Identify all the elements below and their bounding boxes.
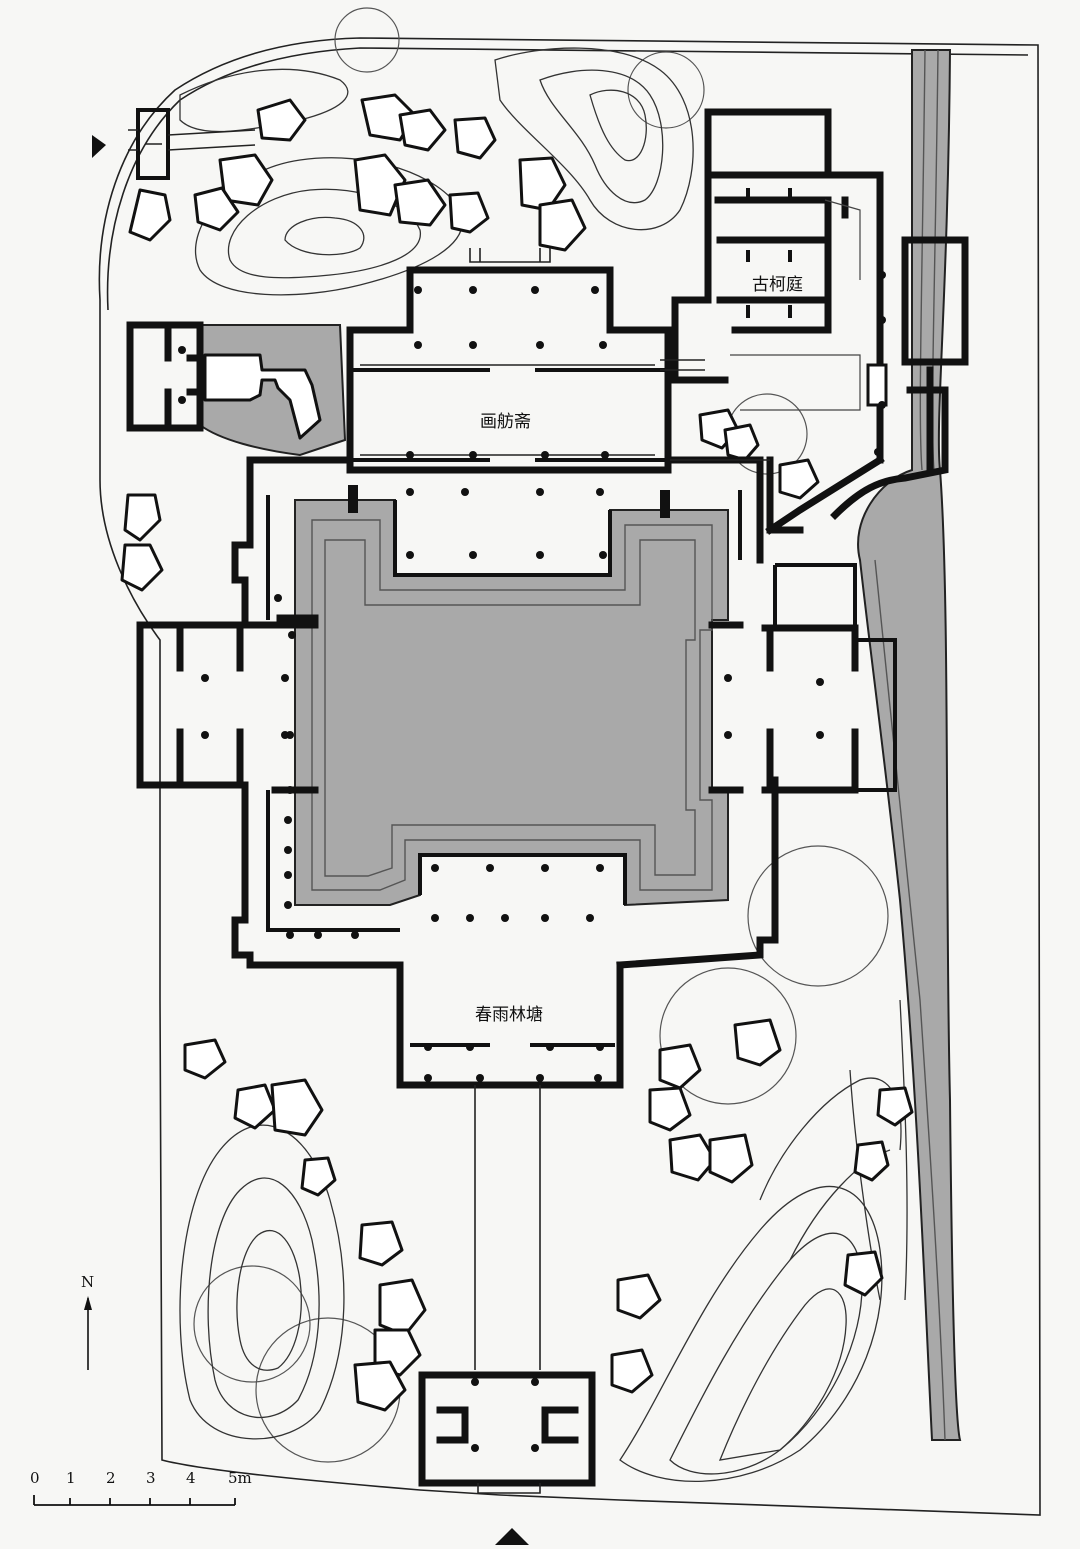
east-courtyard-pavilion [708, 563, 897, 794]
scale-bar: 0 1 2 3 4 5m [30, 1469, 252, 1506]
south-gate-pavilion [418, 1371, 596, 1545]
north-entrance [92, 108, 551, 263]
central-pond [294, 499, 729, 907]
courtyard-corridor [231, 456, 779, 969]
gukting-courtyard [660, 108, 969, 535]
scale-tick-1: 1 [66, 1469, 76, 1487]
south-path [474, 1085, 541, 1370]
entrance-arrow-south [495, 1528, 529, 1545]
north-label: N [81, 1273, 94, 1291]
rockery-rocks [120, 93, 914, 1412]
huafangzhai-hall [346, 266, 672, 474]
label-chunyulintang: 春雨林塘 [475, 1005, 543, 1025]
entrance-arrow-west [92, 135, 106, 158]
scale-tick-4: 4 [186, 1469, 196, 1487]
chunyulintang-hall [396, 961, 624, 1089]
tree-canopies [193, 7, 889, 1463]
scale-tick-0: 0 [30, 1469, 40, 1487]
label-huafangzhai: 画舫斋 [480, 412, 531, 432]
scale-tick-5m: 5m [228, 1469, 252, 1487]
scale-tick-3: 3 [146, 1469, 156, 1487]
west-pond-pavilion [126, 321, 204, 432]
label-gukting: 古柯庭 [752, 275, 803, 295]
north-arrow: N [81, 1273, 94, 1370]
west-courtyard-pavilion [136, 614, 319, 794]
stream [857, 49, 962, 1441]
scale-tick-2: 2 [106, 1469, 116, 1487]
west-pond [196, 324, 347, 457]
